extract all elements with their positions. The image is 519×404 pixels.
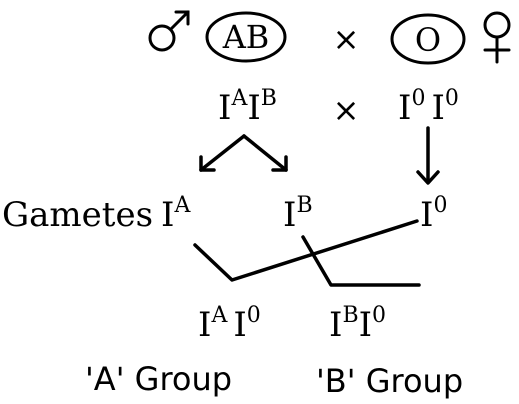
offspring-genotype-b: IBI0 [329,303,386,345]
male-allele-2-sup: B [261,86,277,111]
female-allele-1: I [398,88,411,128]
male-genotype: IAIB [218,86,277,128]
gamete-b-group: IB [283,193,313,235]
male-allele-2: I [247,88,260,128]
arrow-to-gamete-0 [416,126,440,185]
offspring-a-allele-2: I [233,305,246,345]
cross-symbol-parents: × [333,20,360,58]
male-symbol-icon [148,10,190,52]
gamete-b-sup: B [296,193,312,218]
female-symbol-icon [483,11,511,64]
female-blood-group: O [415,21,441,59]
offspring-b-allele-1-sup: B [342,303,358,328]
offspring-group-a: 'A' Group [85,360,232,398]
female-allele-1-sup: 0 [411,86,425,111]
male-allele-1: I [218,88,231,128]
fertilization-line-b [301,235,421,287]
offspring-b-allele-2: I [359,305,372,345]
gamete-0-sup: 0 [433,193,447,218]
fertilization-line-a [193,219,419,282]
offspring-a-allele-2-sup: 0 [247,303,261,328]
offspring-a-allele-1: I [198,305,211,345]
gamete-0-group: I0 [420,193,447,235]
female-parent-oval: O [390,13,466,65]
arrow-to-gamete-a [199,134,246,172]
gametes-label: Gametes [2,195,153,235]
offspring-b-allele-1: I [329,305,342,345]
arrow-to-gamete-b [242,134,288,172]
male-allele-1-sup: A [230,86,248,111]
gamete-0: I [420,195,433,235]
male-blood-group: AB [222,18,270,56]
gamete-a: I [161,195,174,235]
offspring-group-b: 'B' Group [316,362,463,400]
male-parent-oval: AB [205,11,287,63]
female-allele-2: I [431,88,444,128]
offspring-a-allele-1-sup: A [210,303,228,328]
gamete-b: I [283,195,296,235]
offspring-b-allele-2-sup: 0 [372,303,386,328]
female-allele-2-sup: 0 [445,86,459,111]
gamete-a-sup: A [173,193,191,218]
cross-symbol-genotypes: × [333,91,360,129]
